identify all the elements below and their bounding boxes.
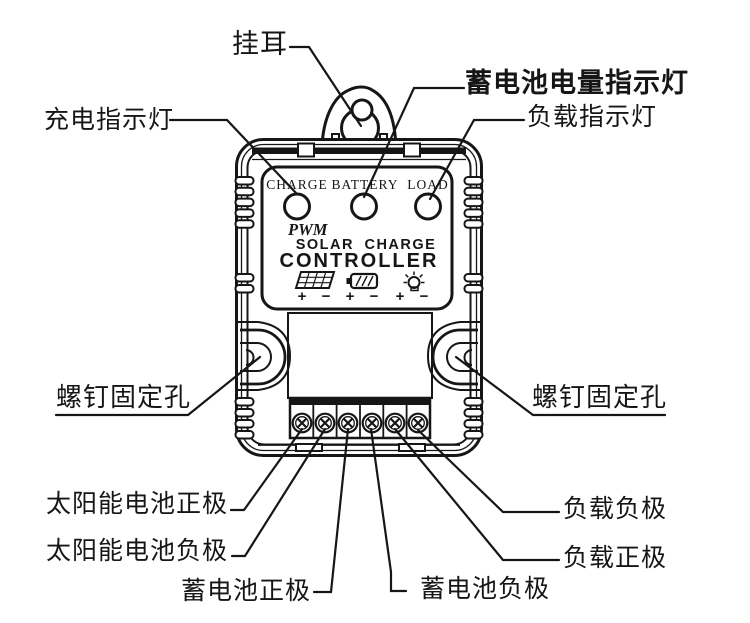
pwm-label: PWM (287, 220, 329, 239)
leader-screw-hole-right (454, 355, 667, 417)
leader-battery-positive (312, 427, 350, 594)
terminal-block (288, 396, 432, 440)
callout-battery-negative: 蓄电池负极 (420, 576, 551, 603)
load-led (414, 192, 442, 221)
battery-plus-mark: + (346, 288, 355, 305)
product-name-line2: CONTROLLER (280, 250, 439, 272)
charge-led-label: CHARGE (266, 177, 328, 192)
terminal-screw-solar-negative (314, 412, 336, 434)
load-plus-mark: + (396, 288, 405, 305)
leader-lines (54, 45, 667, 594)
terminal-screw-solar-positive (291, 412, 313, 434)
polarity-marks: + − + − + − (298, 288, 429, 305)
battery-led (350, 192, 378, 221)
battery-icon (346, 272, 379, 290)
leader-solar-positive (229, 427, 304, 512)
load-minus-mark: − (420, 288, 429, 305)
screw-fixing-hole-left (240, 328, 287, 386)
battery-minus-mark: − (370, 288, 379, 305)
callout-battery-level-indicator: 蓄电池电量指示灯 (465, 68, 689, 98)
callout-screw-hole-left: 螺钉固定孔 (56, 383, 192, 412)
product-name-line1: SOLAR CHARGE (296, 237, 437, 253)
battery-led-label: BATTERY (331, 177, 398, 192)
callout-solar-positive: 太阳能电池正极 (46, 491, 229, 518)
keyhole-small-circle (350, 98, 374, 122)
callout-solar-negative: 太阳能电池负极 (46, 538, 229, 565)
leader-charge-indicator (168, 118, 298, 195)
callout-battery-positive: 蓄电池正极 (181, 578, 312, 605)
lamp-icon (403, 271, 425, 292)
callout-load-positive: 负载正极 (563, 545, 668, 572)
case-mid-outline (240, 143, 478, 452)
top-rim-clip-right (403, 142, 421, 158)
side-fins (234, 176, 484, 440)
load-led-label: LOAD (407, 177, 449, 192)
top-rim-band (252, 147, 466, 154)
terminal-screws (291, 412, 429, 434)
face-panel: CHARGE BATTERY LOAD PWM SOLAR CHARGE CON… (260, 165, 454, 311)
leader-hang-ear (288, 45, 363, 128)
screw-boss-right (426, 321, 480, 391)
callout-load-indicator: 负载指示灯 (527, 104, 658, 131)
leader-load-indicator (428, 118, 526, 201)
leader-load-positive (393, 427, 561, 562)
callout-charge-indicator: 充电指示灯 (44, 107, 175, 134)
charge-led (283, 192, 311, 221)
solar-panel-icon (294, 271, 336, 289)
callout-hang-ear: 挂耳 (232, 29, 288, 59)
screw-fixing-hole-right (431, 328, 478, 386)
top-rim-clip-left (297, 142, 315, 158)
terminal-block-top-bar (290, 398, 430, 405)
screw-boss-left (238, 321, 292, 391)
callout-load-negative: 负载负极 (563, 496, 668, 523)
leader-screw-hole-left (54, 355, 262, 417)
bottom-notch-left (295, 443, 323, 452)
leader-battery-level-indicator (362, 86, 466, 199)
solar-minus-mark: − (322, 288, 331, 305)
leader-battery-negative (369, 427, 408, 593)
terminal-cell-dividers (312, 405, 408, 438)
leader-solar-negative (230, 427, 327, 558)
leader-load-negative (416, 428, 561, 514)
callout-screw-hole-right: 螺钉固定孔 (532, 383, 668, 412)
screw-bosses (238, 321, 480, 391)
solar-plus-mark: + (298, 288, 307, 305)
